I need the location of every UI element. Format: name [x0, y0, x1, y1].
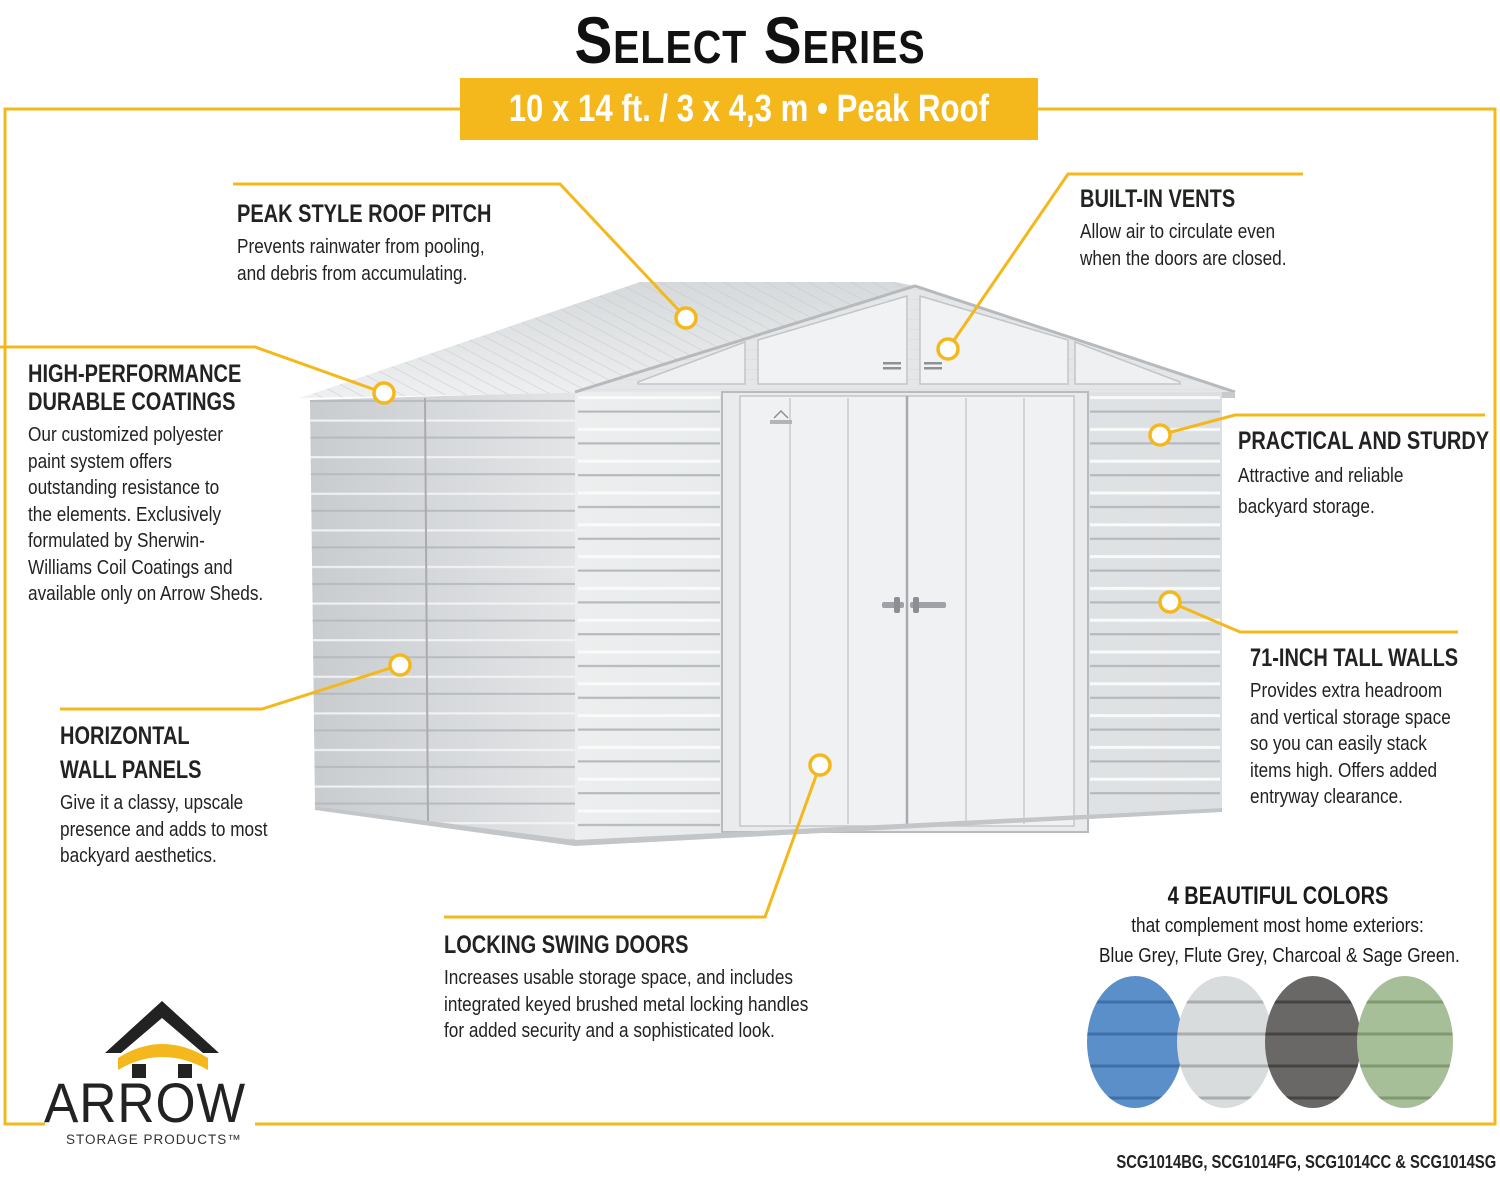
- brand-tagline: STORAGE PRODUCTS™: [66, 1132, 242, 1147]
- feature-doors-line: Increases usable storage space, and incl…: [444, 967, 793, 989]
- subtitle-text: 10 x 14 ft. / 3 x 4,3 m • Peak Roof: [508, 87, 990, 130]
- feature-coatings-line: Williams Coil Coatings and: [28, 556, 233, 579]
- feature-coatings-line: available only on Arrow Sheds.: [28, 583, 264, 605]
- feature-doors: LOCKING SWING DOORS Increases usable sto…: [444, 931, 868, 1045]
- feature-walls-line: items high. Offers added: [1250, 759, 1438, 782]
- feature-sturdy-line: Attractive and reliable: [1238, 465, 1404, 487]
- feature-coatings: HIGH-PERFORMANCE DURABLE COATINGS Our cu…: [28, 360, 302, 608]
- feature-coatings-line: Our customized polyester: [28, 424, 224, 446]
- feature-coatings-title: HIGH-PERFORMANCE: [28, 360, 242, 388]
- color-swatches: [1087, 976, 1453, 1108]
- colors-line: Blue Grey, Flute Grey, Charcoal & Sage G…: [1099, 945, 1460, 967]
- feature-coatings-line: outstanding resistance to: [28, 477, 220, 499]
- feature-coatings-line: paint system offers: [28, 450, 173, 473]
- feature-panels-title: WALL PANELS: [60, 756, 202, 784]
- feature-panels-line: presence and adds to most: [60, 818, 268, 841]
- feature-vents-line: when the doors are closed.: [1080, 247, 1287, 270]
- feature-vents-title: BUILT-IN VENTS: [1080, 185, 1236, 213]
- arrow-logo-icon: [105, 1001, 219, 1078]
- feature-walls-line: so you can easily stack: [1250, 733, 1427, 755]
- swatch-flute-grey: [1177, 976, 1273, 1108]
- feature-roof: PEAK STYLE ROOF PITCH Prevents rainwater…: [237, 200, 555, 287]
- feature-panels: HORIZONTAL WALL PANELS Give it a classy,…: [60, 722, 301, 870]
- feature-doors-line: for added security and a sophisticated l…: [444, 1020, 775, 1042]
- swatch-sage-green: [1357, 976, 1453, 1108]
- feature-walls-line: Provides extra headroom: [1250, 680, 1443, 702]
- feature-coatings-line: the elements. Exclusively: [28, 503, 222, 526]
- page-title: Select Series: [574, 3, 926, 77]
- model-numbers: SCG1014BG, SCG1014FG, SCG1014CC & SCG101…: [1116, 1152, 1496, 1172]
- feature-walls: 71-INCH TALL WALLS Provides extra headro…: [1250, 644, 1500, 811]
- feature-roof-line: Prevents rainwater from pooling,: [237, 236, 485, 258]
- feature-walls-title: 71-INCH TALL WALLS: [1250, 644, 1459, 672]
- feature-panels-line: Give it a classy, upscale: [60, 792, 244, 814]
- feature-panels-line: backyard aesthetics.: [60, 845, 217, 867]
- colors-title: 4 BEAUTIFUL COLORS: [1167, 882, 1388, 910]
- feature-sturdy: PRACTICAL AND STURDY Attractive and reli…: [1238, 427, 1500, 523]
- swatch-blue-grey: [1087, 976, 1183, 1108]
- feature-sturdy-line: backyard storage.: [1238, 496, 1375, 518]
- feature-walls-line: and vertical storage space: [1250, 706, 1451, 729]
- feature-panels-title: HORIZONTAL: [60, 722, 190, 750]
- feature-vents-line: Allow air to circulate even: [1080, 221, 1276, 243]
- feature-coatings-line: formulated by Sherwin-: [28, 530, 205, 552]
- feature-roof-line: and debris from accumulating.: [237, 262, 468, 285]
- feature-doors-title: LOCKING SWING DOORS: [444, 931, 689, 959]
- feature-sturdy-title: PRACTICAL AND STURDY: [1238, 427, 1490, 455]
- swatch-charcoal: [1265, 976, 1361, 1108]
- colors-section: 4 BEAUTIFUL COLORS that complement most …: [1070, 882, 1485, 971]
- feature-coatings-title: DURABLE COATINGS: [28, 388, 236, 416]
- colors-line: that complement most home exteriors:: [1131, 915, 1424, 937]
- brand-name: ARROW: [44, 1071, 247, 1134]
- subtitle-banner: 10 x 14 ft. / 3 x 4,3 m • Peak Roof: [460, 78, 1038, 140]
- feature-doors-line: integrated keyed brushed metal locking h…: [444, 993, 809, 1016]
- feature-roof-title: PEAK STYLE ROOF PITCH: [237, 200, 492, 228]
- feature-walls-line: entryway clearance.: [1250, 786, 1403, 808]
- feature-vents: BUILT-IN VENTS Allow air to circulate ev…: [1080, 185, 1320, 272]
